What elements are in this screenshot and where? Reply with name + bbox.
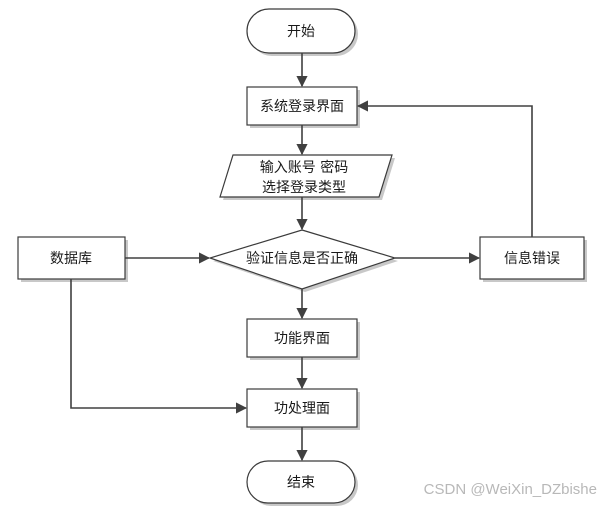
- start-label: 开始: [287, 24, 315, 40]
- login-node: 系统登录界面: [246, 86, 360, 128]
- process-node: 功处理面: [246, 388, 360, 430]
- start-node: 开始: [246, 8, 358, 56]
- error-node: 信息错误: [479, 236, 587, 282]
- input-label-line2: 选择登录类型: [262, 180, 346, 196]
- function-node: 功能界面: [246, 318, 360, 360]
- verify-node: 验证信息是否正确: [208, 229, 398, 292]
- edge-error-login: [356, 100, 533, 237]
- end-label: 结束: [287, 475, 315, 491]
- database-label: 数据库: [50, 251, 92, 267]
- verify-label: 验证信息是否正确: [246, 250, 358, 267]
- function-label: 功能界面: [274, 331, 330, 347]
- input-node: 输入账号 密码 选择登录类型: [219, 154, 395, 200]
- edge-database-process: [70, 279, 248, 414]
- input-label-line1: 输入账号 密码: [260, 159, 348, 176]
- login-label: 系统登录界面: [260, 99, 344, 115]
- process-label: 功处理面: [274, 401, 330, 417]
- error-label: 信息错误: [504, 250, 560, 267]
- end-node: 结束: [246, 460, 358, 506]
- watermark-text: CSDN @WeiXin_DZbishe: [424, 481, 597, 498]
- database-node: 数据库: [17, 236, 128, 282]
